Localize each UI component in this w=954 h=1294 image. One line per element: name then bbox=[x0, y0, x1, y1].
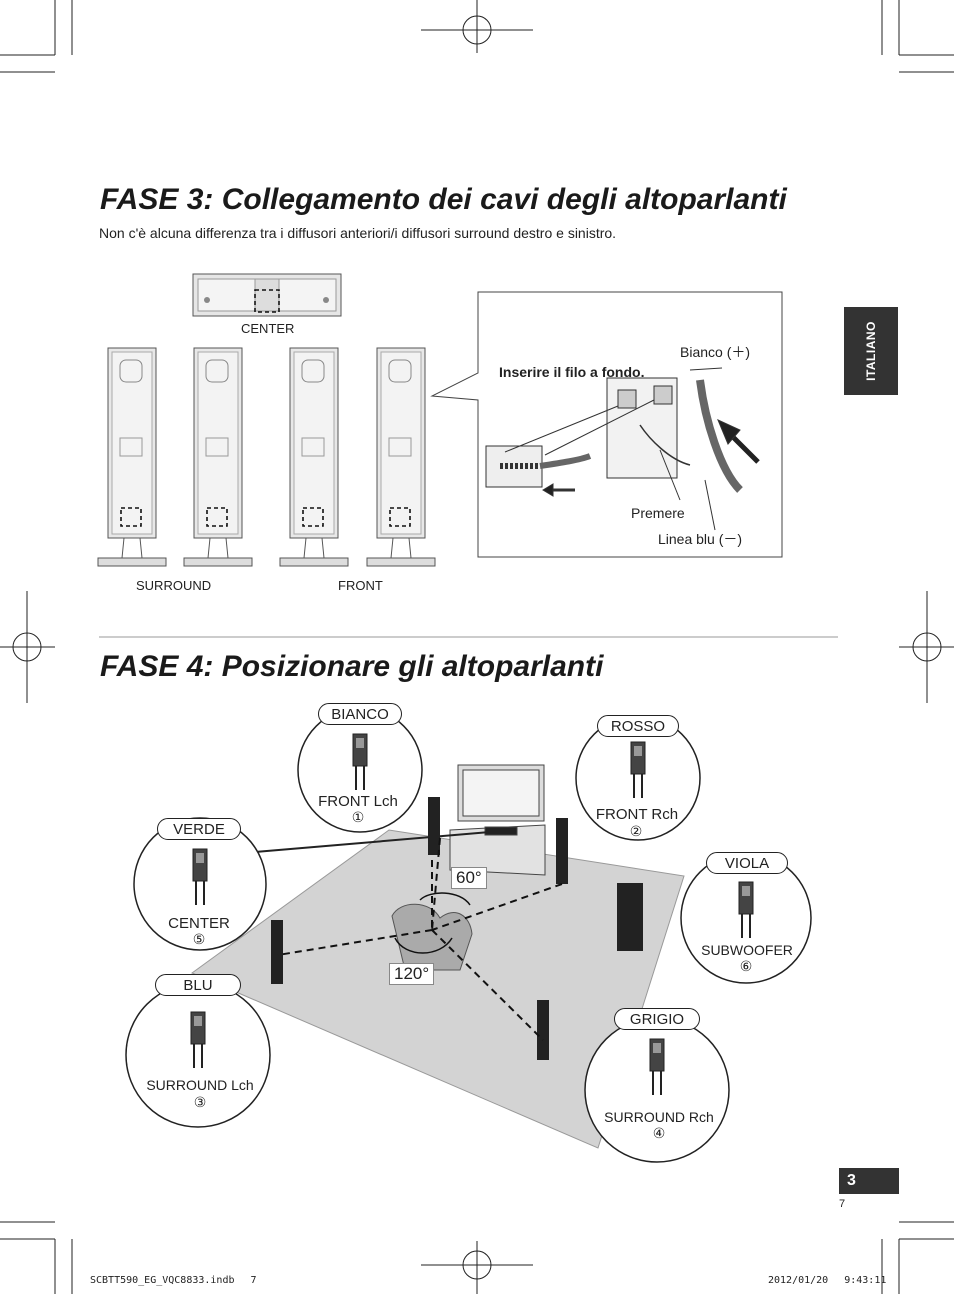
speaker-name: FRONT Rch bbox=[595, 806, 679, 823]
center-speaker-illustration bbox=[192, 273, 342, 317]
callout-instruction: Inserire il filo a fondo. bbox=[499, 364, 645, 380]
surround-label: SURROUND bbox=[136, 578, 212, 593]
page-sub-number: 7 bbox=[839, 1198, 846, 1210]
fase3-note: Non c'è alcuna differenza tra i diffusor… bbox=[99, 225, 617, 241]
speaker-name: FRONT Lch bbox=[318, 793, 398, 810]
blue-minus-label: Linea blu (－) bbox=[658, 531, 743, 547]
front-label: FRONT bbox=[338, 578, 383, 593]
speaker-name: SURROUND Rch bbox=[604, 1109, 714, 1125]
speaker-color-tag: ROSSO bbox=[597, 715, 679, 737]
speaker-color-tag: BIANCO bbox=[318, 703, 402, 725]
tall-speakers-illustration bbox=[97, 347, 436, 567]
center-label: CENTER bbox=[241, 321, 295, 336]
footer-datetime: 2012/01/20 9:43:11 bbox=[768, 1275, 887, 1286]
angle-120-label: 120° bbox=[389, 963, 435, 985]
fase3-title: FASE 3: Collegamento dei cavi degli alto… bbox=[100, 183, 787, 216]
speaker-number: ④ bbox=[652, 1125, 666, 1141]
footer-file: SCBTT590_EG_VQC8833.indb 7 bbox=[90, 1275, 257, 1286]
speaker-color-tag: GRIGIO bbox=[614, 1008, 700, 1030]
speaker-number: ② bbox=[629, 823, 643, 839]
speaker-color-tag: BLU bbox=[155, 974, 241, 996]
speaker-number: ③ bbox=[193, 1094, 207, 1110]
speaker-name: SUBWOOFER bbox=[701, 942, 793, 958]
speaker-color-tag: VERDE bbox=[157, 818, 241, 840]
speaker-color-tag: VIOLA bbox=[706, 852, 788, 874]
speaker-number: ⑥ bbox=[739, 958, 753, 974]
speaker-name: SURROUND Lch bbox=[146, 1077, 254, 1093]
angle-60-label: 60° bbox=[451, 867, 487, 889]
press-label: Premere bbox=[631, 505, 685, 521]
fase4-title: FASE 4: Posizionare gli altoparlanti bbox=[100, 650, 604, 683]
speaker-name: CENTER bbox=[168, 915, 230, 932]
white-plus-label: Bianco (＋) bbox=[680, 344, 751, 360]
speaker-number: ① bbox=[351, 809, 365, 825]
page-number: 3 bbox=[839, 1168, 899, 1194]
connector-plug-illustrations bbox=[190, 733, 754, 1095]
language-tab: ITALIANO bbox=[844, 307, 898, 395]
speaker-number: ⑤ bbox=[192, 931, 206, 947]
